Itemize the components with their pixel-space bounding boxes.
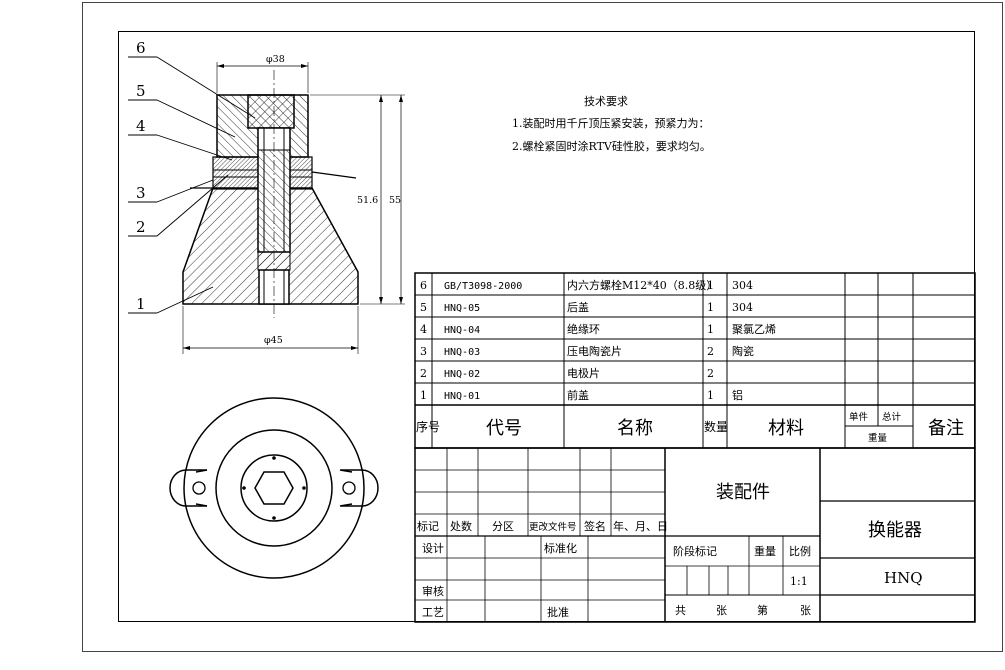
header-material: 材料 xyxy=(768,418,804,439)
tech-req-title: 技术要求 xyxy=(584,95,628,108)
tb-scale: 比例 xyxy=(789,544,811,558)
tb-sheet-unit2: 张 xyxy=(800,604,811,617)
header-weight: 重量 xyxy=(868,432,888,444)
tb-sheet-no: 第 xyxy=(757,603,768,617)
parts-row: 3 HNQ-03 压电陶瓷片 2 陶瓷 xyxy=(420,344,754,358)
tb-doc: 更改文件号 xyxy=(529,521,577,533)
part-code: HNQ-03 xyxy=(444,347,480,358)
part-no: 1 xyxy=(420,389,427,402)
header-remark: 备注 xyxy=(928,418,964,439)
part-name: 后盖 xyxy=(567,300,589,314)
header-qty: 数量 xyxy=(704,419,728,434)
tb-process: 工艺 xyxy=(422,606,444,619)
part-code: HNQ-04 xyxy=(444,325,480,336)
part-name: 前盖 xyxy=(567,388,589,402)
leader-label-2: 2 xyxy=(136,218,146,236)
tb-sheet-unit: 张 xyxy=(716,604,727,617)
parts-list-grid xyxy=(414,272,976,449)
title-block-grid xyxy=(414,447,976,623)
tb-total-sheets: 共 xyxy=(675,604,686,617)
leader-label-6: 6 xyxy=(136,39,146,57)
tb-sign: 签名 xyxy=(584,519,606,533)
header-no: 序号 xyxy=(416,419,440,434)
dim-height-inner: 51.6 xyxy=(357,195,378,206)
part-no: 2 xyxy=(420,367,427,380)
leader-label-5: 5 xyxy=(136,82,146,100)
tb-count: 处数 xyxy=(450,520,472,533)
tb-review: 审核 xyxy=(422,584,444,598)
leader-lines xyxy=(128,56,256,314)
tech-req-line2: 2.螺栓紧固时涂RTV硅性胶，要求均匀。 xyxy=(512,139,711,153)
tb-assembly: 装配件 xyxy=(716,482,770,503)
part-qty: 2 xyxy=(707,367,714,380)
leader-label-4: 4 xyxy=(136,117,146,135)
tb-product-code: HNQ xyxy=(884,569,923,587)
tb-mark: 标记 xyxy=(417,519,439,533)
part-material: 聚氯乙烯 xyxy=(732,322,776,336)
part-code: HNQ-02 xyxy=(444,369,480,380)
part-qty: 2 xyxy=(707,345,714,358)
part-no: 6 xyxy=(420,279,427,292)
parts-row: 6 GB/T3098-2000 内六方螺栓M12*40（8.8级） 1 304 xyxy=(420,278,753,292)
part-no: 4 xyxy=(420,323,427,336)
tb-product-name: 换能器 xyxy=(868,520,922,541)
tb-scale-value: 1:1 xyxy=(790,575,808,588)
part-qty: 1 xyxy=(707,301,714,314)
title-block: 标记 处数 分区 更改文件号 签名 年、月、日 设计 标准化 审核 工艺 批准 … xyxy=(417,482,923,619)
top-view xyxy=(169,397,379,579)
part-name: 绝缘环 xyxy=(567,322,600,336)
header-total: 总计 xyxy=(882,411,902,423)
header-unit: 单件 xyxy=(849,411,869,423)
parts-row: 2 HNQ-02 电极片 2 xyxy=(420,366,714,380)
parts-row: 4 HNQ-04 绝缘环 1 聚氯乙烯 xyxy=(420,322,776,336)
parts-list: 6 GB/T3098-2000 内六方螺栓M12*40（8.8级） 1 304 … xyxy=(420,278,776,402)
part-no: 5 xyxy=(420,301,427,314)
parts-row: 5 HNQ-05 后盖 1 304 xyxy=(420,300,753,314)
part-material: 铝 xyxy=(732,388,743,402)
leader-label-3: 3 xyxy=(136,184,146,202)
part-qty: 1 xyxy=(707,389,714,402)
parts-header: 序号 代号 名称 数量 材料 单件 总计 重量 备注 xyxy=(416,411,964,444)
part-no: 3 xyxy=(420,345,427,358)
tech-req-line1: 1.装配时用千斤顶压紧安装，预紧力为： xyxy=(512,116,710,130)
section-view: φ38 φ45 51.6 55 xyxy=(128,39,405,354)
dim-height-outer: 55 xyxy=(389,195,401,206)
part-code: HNQ-05 xyxy=(444,303,480,314)
part-material: 304 xyxy=(732,279,753,292)
part-name: 电极片 xyxy=(567,366,600,380)
tb-zone: 分区 xyxy=(492,520,514,533)
dim-top-width: φ38 xyxy=(266,54,285,65)
part-name: 压电陶瓷片 xyxy=(567,344,622,358)
tb-date: 年、月、日 xyxy=(613,519,668,533)
parts-row: 1 HNQ-01 前盖 1 铝 xyxy=(420,388,743,402)
tech-requirements: 技术要求 1.装配时用千斤顶压紧安装，预紧力为： 2.螺栓紧固时涂RTV硅性胶，… xyxy=(512,95,711,153)
tb-standard: 标准化 xyxy=(544,541,577,555)
part-qty: 1 xyxy=(707,279,714,292)
dim-bottom-width: φ45 xyxy=(264,335,283,346)
tb-design: 设计 xyxy=(422,542,444,555)
part-code: GB/T3098-2000 xyxy=(444,281,522,292)
header-name: 名称 xyxy=(617,418,653,439)
part-code: HNQ-01 xyxy=(444,391,480,402)
tb-stage: 阶段标记 xyxy=(673,544,717,558)
tb-approve: 批准 xyxy=(547,605,569,619)
part-qty: 1 xyxy=(707,323,714,336)
part-material: 304 xyxy=(732,301,753,314)
part-material: 陶瓷 xyxy=(732,344,754,358)
part-name: 内六方螺栓M12*40（8.8级） xyxy=(567,278,717,292)
tb-weight: 重量 xyxy=(754,544,776,558)
leader-label-1: 1 xyxy=(136,295,146,313)
header-code: 代号 xyxy=(486,418,522,439)
drawing-sheet xyxy=(82,2,1003,652)
